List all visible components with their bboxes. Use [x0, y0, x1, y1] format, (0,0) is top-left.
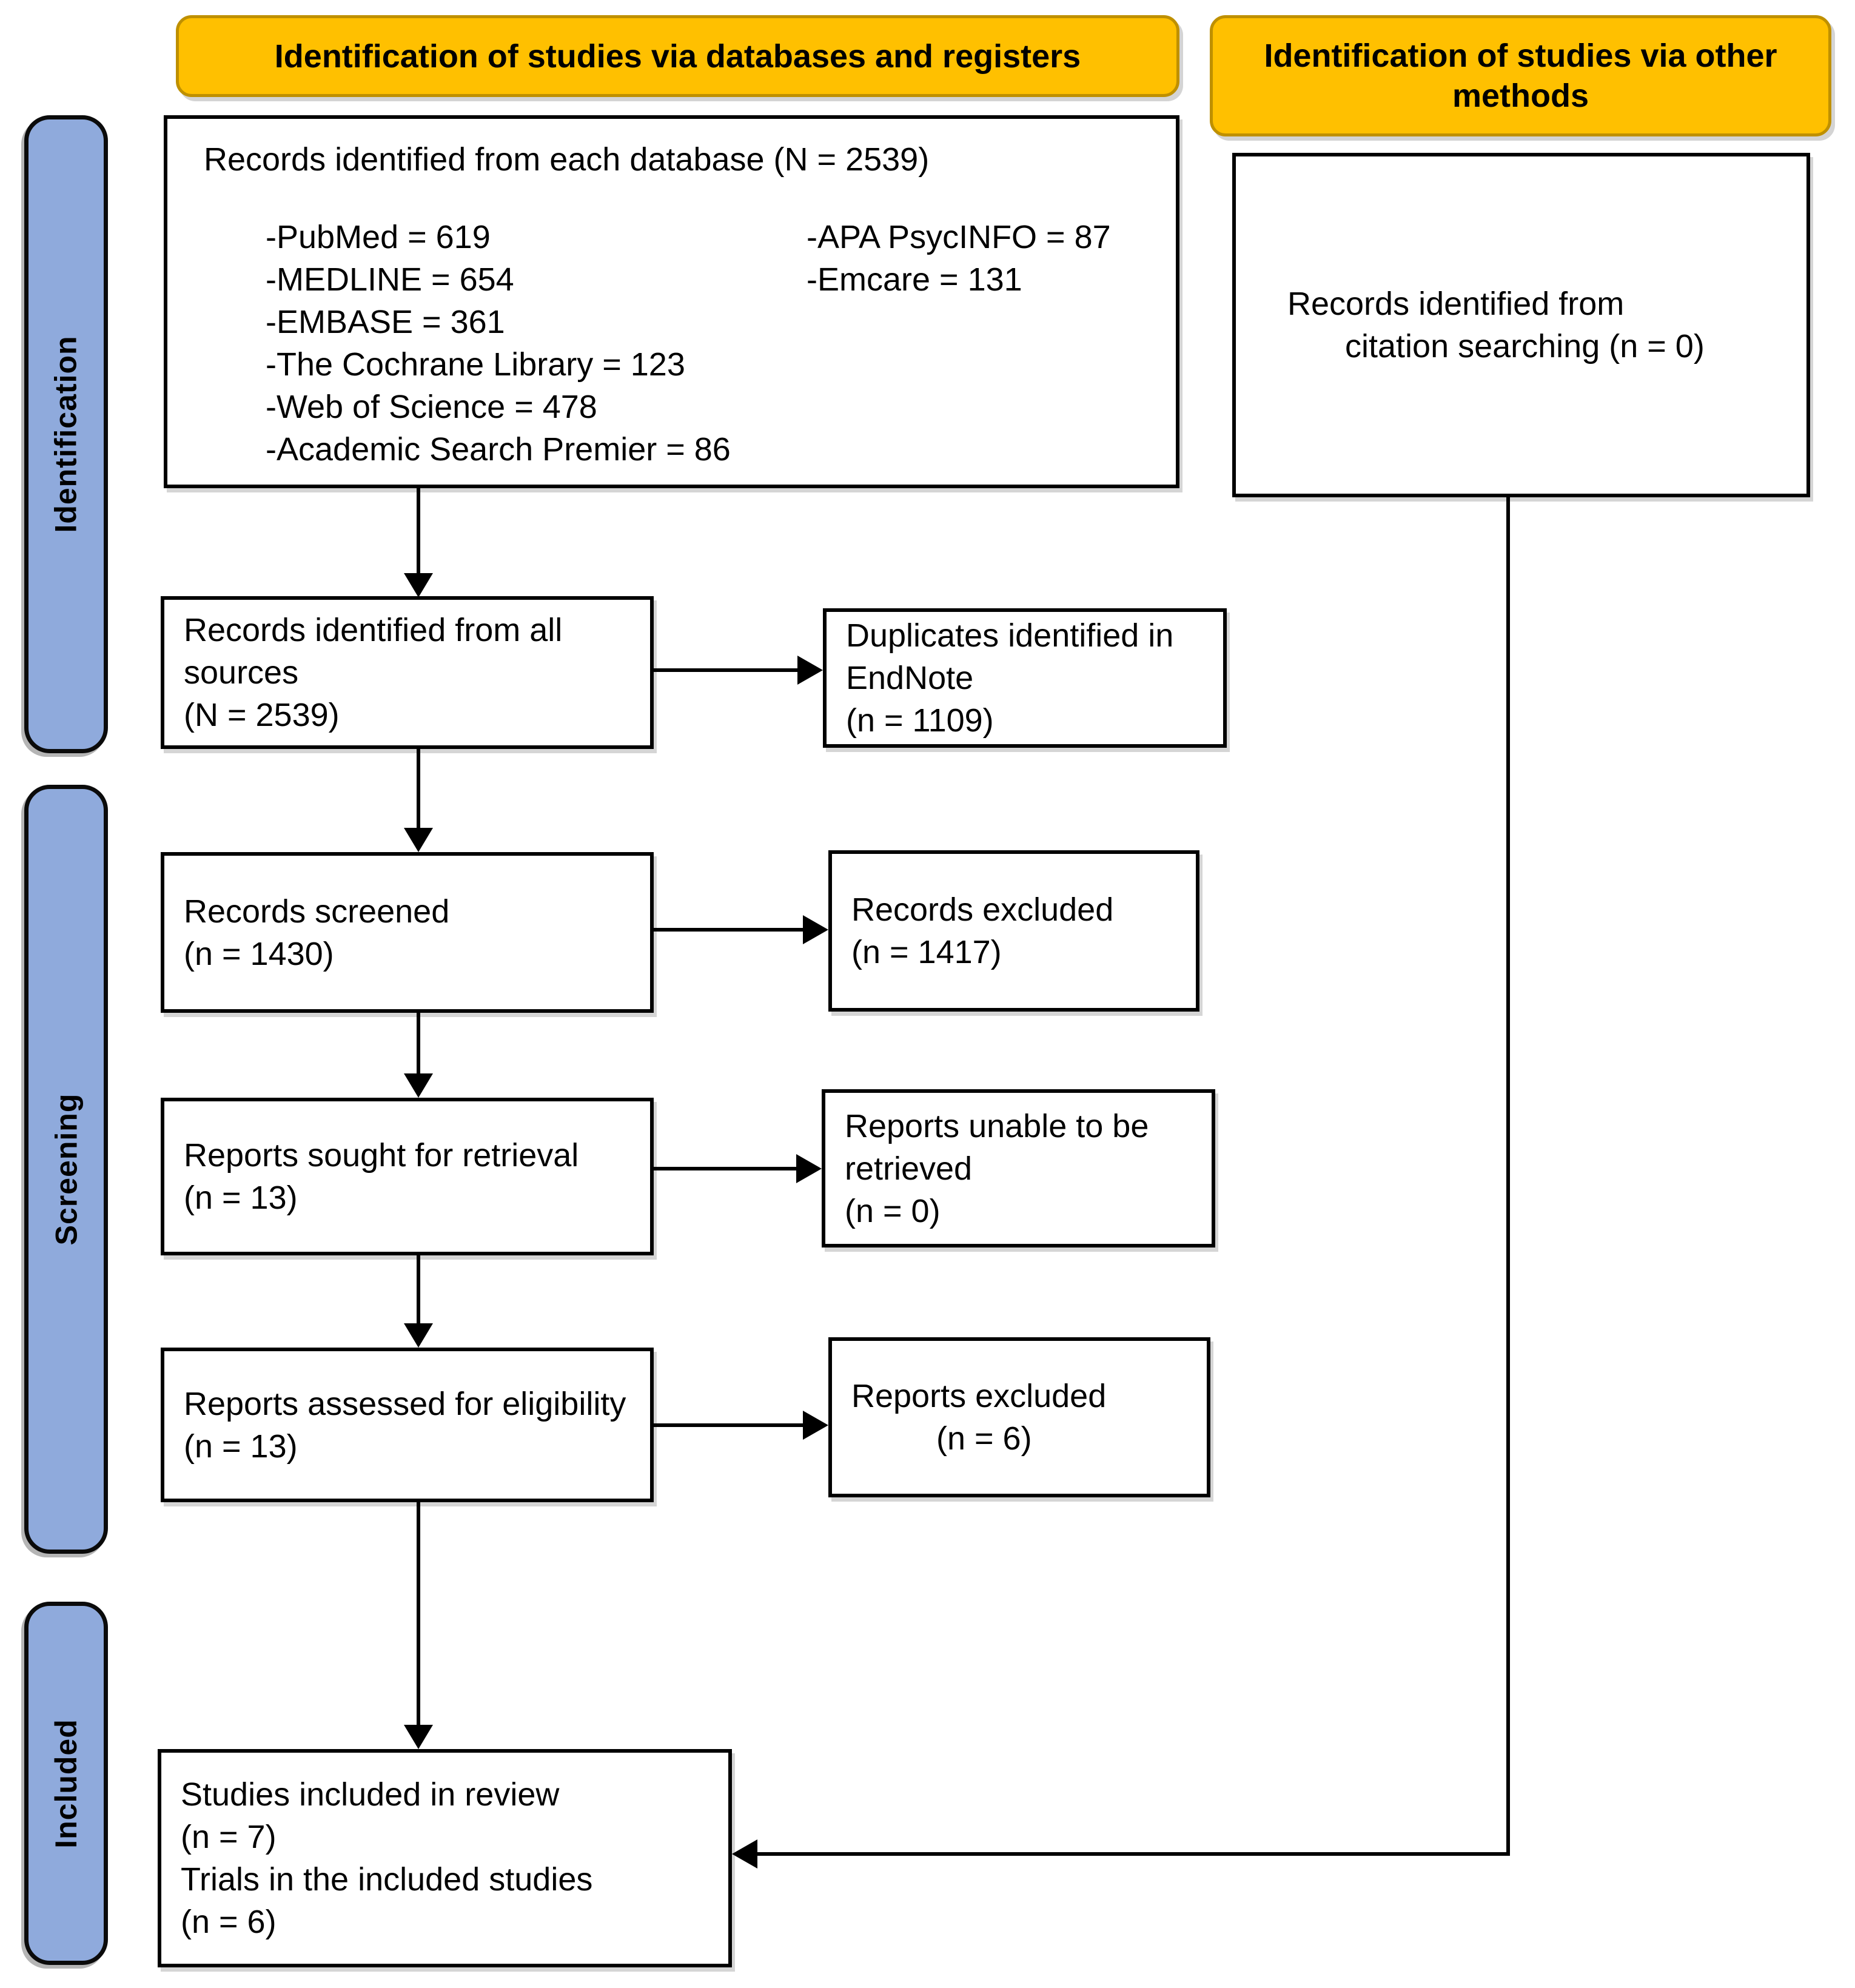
- box-label: Reports excluded: [851, 1378, 1107, 1414]
- db-list-item: -Web of Science = 478: [266, 389, 597, 425]
- box-label: Studies included in review: [181, 1776, 560, 1813]
- box-studies-included: Studies included in review (n = 7) Trial…: [158, 1749, 732, 1967]
- db-list-item: -Emcare = 131: [807, 261, 1022, 298]
- box-reports-excluded: Reports excluded (n = 6): [828, 1337, 1210, 1497]
- arrowhead-down-icon: [404, 1323, 433, 1348]
- stage-pill-included: Included: [24, 1602, 108, 1965]
- box-label: Duplicates identified in EndNote: [846, 617, 1174, 696]
- box-reports-assessed: Reports assessed for eligibility (n = 13…: [161, 1348, 654, 1502]
- box-label: Reports sought for retrieval: [184, 1137, 579, 1174]
- box-count: (n = 6): [936, 1420, 1032, 1457]
- banner-databases-registers: Identification of studies via databases …: [176, 15, 1179, 97]
- banner-other-methods: Identification of studies via other meth…: [1210, 15, 1831, 136]
- arrowhead-down-icon: [404, 828, 433, 852]
- box-label: Records identified from all sources: [184, 612, 563, 691]
- box-records-screened: Records screened (n = 1430): [161, 852, 654, 1013]
- arrowhead-left-icon: [732, 1839, 757, 1869]
- db-list-item: -EMBASE = 361: [266, 304, 505, 340]
- arrowhead-down-icon: [404, 1073, 433, 1098]
- db-list-item: -Academic Search Premier = 86: [266, 431, 731, 468]
- stage-label-screening: Screening: [49, 1093, 83, 1246]
- box-label: Records screened: [184, 893, 450, 930]
- box-count: (N = 2539): [184, 697, 340, 733]
- box-count: (n = 7): [181, 1819, 277, 1855]
- connector-citation-vertical: [1506, 497, 1510, 1856]
- box-citation-searching: Records identified from citation searchi…: [1232, 153, 1810, 497]
- box-count: (n = 13): [184, 1180, 298, 1216]
- arrow-allsources-to-screened: [417, 748, 420, 829]
- arrowhead-right-icon: [803, 1411, 828, 1440]
- arrow-assessed-to-reportsexcluded: [654, 1423, 804, 1427]
- box-label: citation searching (n = 0): [1345, 328, 1705, 364]
- stage-label-identification: Identification: [49, 335, 84, 533]
- arrow-sought-to-notretrieved: [654, 1167, 797, 1170]
- arrow-sought-to-assessed: [417, 1255, 420, 1325]
- box-count: (n = 1109): [846, 702, 994, 739]
- box-records-excluded: Records excluded (n = 1417): [828, 850, 1199, 1012]
- box-records-per-database: Records identified from each database (N…: [164, 115, 1179, 488]
- box-label: Reports unable to be retrieved: [845, 1107, 1149, 1187]
- box-duplicates-endnote: Duplicates identified in EndNote (n = 11…: [823, 608, 1227, 748]
- db-list-item: -The Cochrane Library = 123: [266, 346, 685, 383]
- box-count: (n = 0): [845, 1192, 941, 1229]
- stage-pill-identification: Identification: [24, 115, 108, 753]
- stage-pill-screening: Screening: [24, 785, 108, 1554]
- box-records-all-sources: Records identified from all sources (N =…: [161, 596, 654, 749]
- box-count: (n = 13): [184, 1428, 298, 1465]
- box-count: (n = 6): [181, 1904, 277, 1940]
- box-label: Records identified from: [1287, 286, 1625, 322]
- box-count: (n = 1417): [851, 934, 1002, 970]
- box-reports-sought: Reports sought for retrieval (n = 13): [161, 1098, 654, 1255]
- arrow-assessed-to-included: [417, 1502, 420, 1726]
- db-list-item: -MEDLINE = 654: [266, 261, 514, 298]
- arrow-db-to-allsources: [417, 488, 420, 574]
- arrowhead-right-icon: [797, 656, 823, 685]
- db-list-item: -APA PsycINFO = 87: [807, 219, 1111, 255]
- database-list: -PubMed = 619 -MEDLINE = 654 -EMBASE = 3…: [187, 216, 1161, 471]
- arrow-screened-to-sought: [417, 1013, 420, 1075]
- db-list-item: -PubMed = 619: [266, 219, 491, 255]
- stage-label-included: Included: [49, 1718, 84, 1849]
- box-label: Reports assessed for eligibility: [184, 1385, 626, 1422]
- arrowhead-down-icon: [404, 573, 433, 597]
- connector-citation-horizontal: [757, 1852, 1510, 1856]
- arrow-allsources-to-duplicates: [654, 668, 799, 672]
- arrowhead-right-icon: [803, 915, 828, 944]
- box-label: Trials in the included studies: [181, 1861, 593, 1898]
- box-reports-not-retrieved: Reports unable to be retrieved (n = 0): [822, 1089, 1215, 1248]
- box-count: (n = 1430): [184, 935, 334, 972]
- arrowhead-right-icon: [796, 1154, 822, 1183]
- database-list-right: -APA PsycINFO = 87 -Emcare = 131: [807, 216, 1111, 301]
- arrow-screened-to-excluded: [654, 928, 804, 932]
- database-list-left: -PubMed = 619 -MEDLINE = 654 -EMBASE = 3…: [266, 216, 1161, 471]
- box-title: Records identified from each database (N…: [204, 141, 930, 178]
- arrowhead-down-icon: [404, 1725, 433, 1749]
- box-label: Records excluded: [851, 892, 1114, 928]
